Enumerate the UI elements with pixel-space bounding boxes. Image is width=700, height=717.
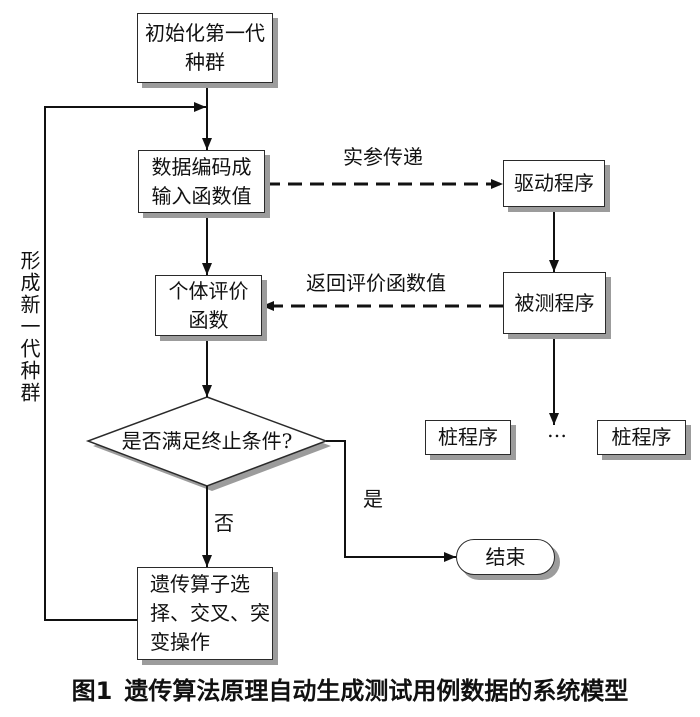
node-line: 个体评价 bbox=[168, 278, 249, 303]
node-line: 择、交叉、突 bbox=[150, 601, 270, 625]
edge-label-yes: 是 bbox=[363, 487, 383, 511]
node-line: 结束 bbox=[485, 544, 526, 569]
node-driver: 驱动程序 bbox=[503, 160, 605, 207]
wire-new-generation-loop bbox=[44, 102, 206, 621]
edge-label-no: 否 bbox=[214, 511, 234, 535]
node-fitness-eval: 个体评价 函数 bbox=[155, 275, 262, 336]
edge-label-return-fitness: 返回评价函数值 bbox=[306, 271, 446, 295]
node-line: 桩程序 bbox=[611, 425, 672, 449]
node-line: 初始化第一代 bbox=[145, 21, 265, 45]
node-line: 遗传算子选 bbox=[150, 572, 250, 596]
node-line: 输入函数值 bbox=[151, 183, 252, 208]
node-line: 数据编码成 bbox=[151, 154, 252, 179]
node-line: 被测程序 bbox=[514, 290, 595, 315]
stubs-ellipsis: … bbox=[547, 418, 567, 442]
figure-number: 图1 bbox=[71, 677, 113, 705]
node-genetic-operators: 遗传算子选 择、交叉、突 变操作 bbox=[137, 567, 273, 660]
node-init-population: 初始化第一代 种群 bbox=[137, 13, 273, 83]
figure-title: 遗传算法原理自动生成测试用例数据的系统模型 bbox=[124, 677, 629, 705]
node-encode-input: 数据编码成 输入函数值 bbox=[138, 150, 265, 213]
node-stub-1: 桩程序 bbox=[425, 420, 511, 455]
node-line: 种群 bbox=[185, 50, 225, 74]
edge-label-new-generation: 形成新一代种群 bbox=[17, 250, 41, 404]
wire-decision-yes-to-end bbox=[326, 440, 456, 562]
node-line: 桩程序 bbox=[438, 425, 498, 449]
node-end-terminal: 结束 bbox=[456, 539, 555, 575]
node-program-under-test: 被测程序 bbox=[503, 272, 606, 334]
node-line: 变操作 bbox=[150, 630, 210, 654]
node-line: 驱动程序 bbox=[514, 171, 594, 195]
node-line: 函数 bbox=[188, 307, 229, 332]
edge-label-pass-arguments: 实参传递 bbox=[343, 145, 423, 169]
decision-label: 是否满足终止条件? bbox=[121, 429, 293, 453]
node-stub-2: 桩程序 bbox=[597, 420, 686, 455]
figure-caption: 图1 遗传算法原理自动生成测试用例数据的系统模型 bbox=[0, 676, 700, 706]
